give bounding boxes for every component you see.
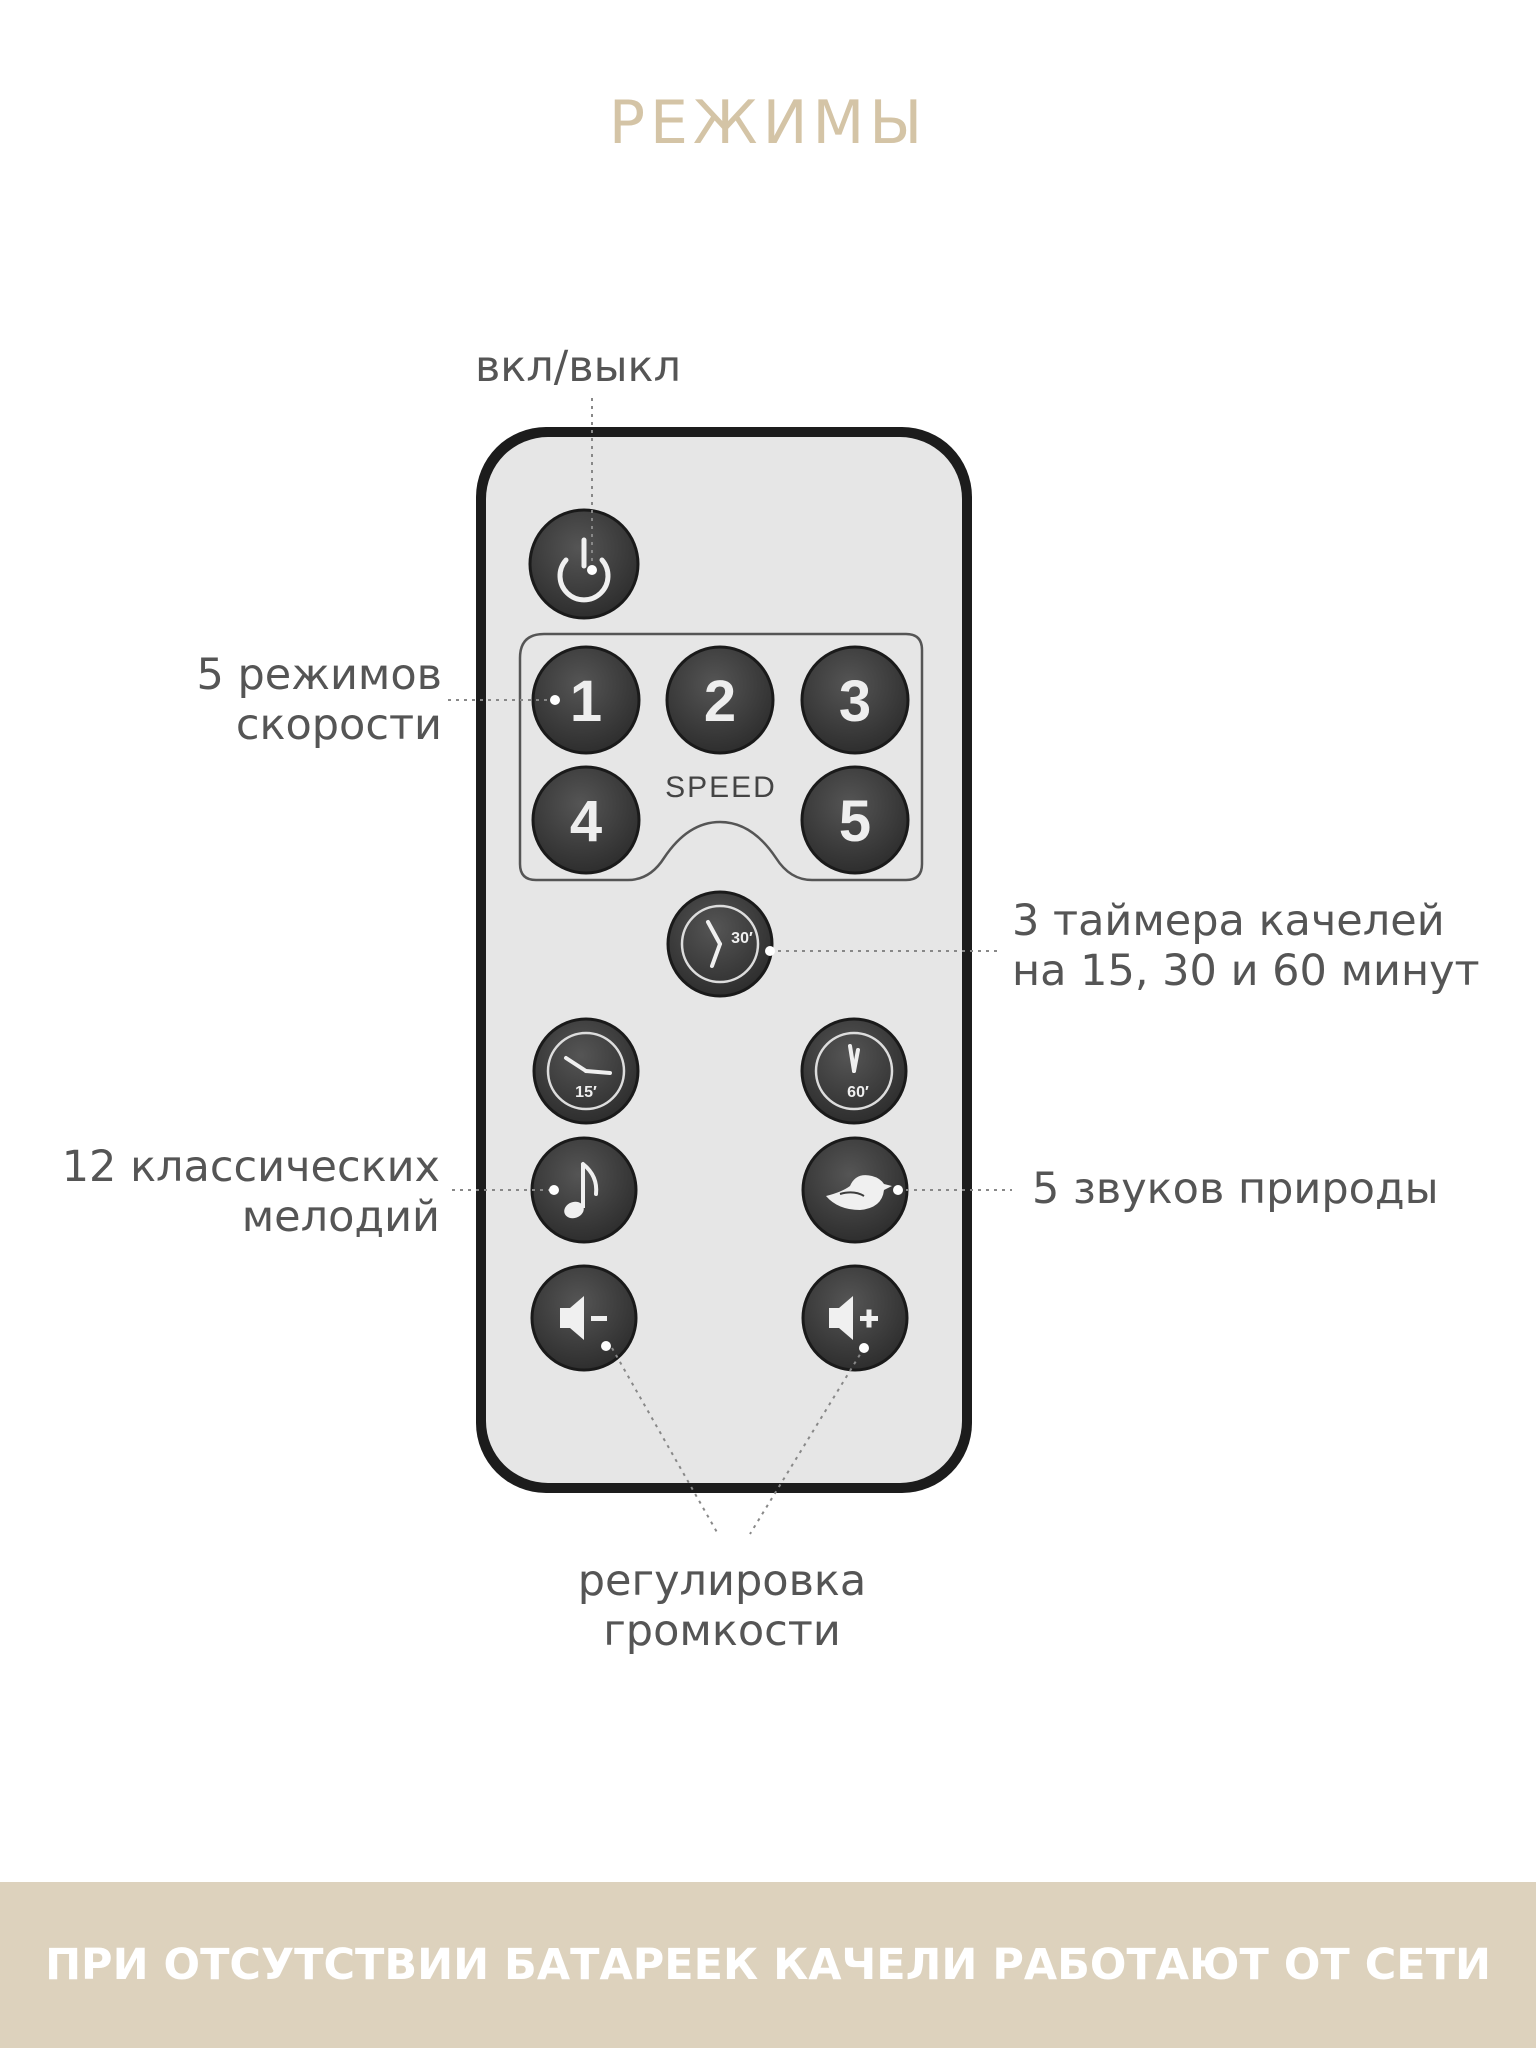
label-power-text: вкл/выкл — [474, 342, 682, 392]
label-volume-line-1: регулировка — [577, 1556, 867, 1606]
volume-down-button[interactable] — [530, 1264, 638, 1372]
label-timer-line-2: на 15, 30 и 60 минут — [1012, 946, 1480, 996]
volume-up-icon — [829, 1296, 878, 1340]
speed-button-1[interactable]: 1 — [531, 645, 641, 755]
clock-icon — [706, 920, 722, 968]
speed-button-1-label: 1 — [570, 669, 602, 734]
label-timer-line-1: 3 таймера качелей — [1012, 896, 1445, 946]
bird-icon — [826, 1175, 892, 1210]
timer-30-button[interactable]: 30′ — [666, 890, 774, 998]
speed-button-3[interactable]: 3 — [800, 645, 910, 755]
music-note-icon — [564, 1162, 599, 1219]
label-nature: 5 звуков природы — [1032, 1164, 1439, 1214]
volume-down-icon — [560, 1296, 607, 1340]
timer-15-label: 15′ — [575, 1084, 597, 1101]
speed-caption: SPEED — [665, 771, 777, 804]
label-melody: 12 классических мелодий — [62, 1142, 440, 1242]
footer-text: ПРИ ОТСУТСТВИИ БАТАРЕЕК КАЧЕЛИ РАБОТАЮТ … — [45, 1940, 1491, 1990]
power-button[interactable] — [528, 508, 640, 620]
speed-button-3-label: 3 — [839, 669, 871, 734]
callout-lines — [448, 398, 1012, 1535]
label-speed: 5 режимов скорости — [196, 650, 442, 750]
volume-up-button[interactable] — [801, 1264, 909, 1372]
speed-button-5[interactable]: 5 — [800, 765, 910, 875]
label-melody-line-2: мелодий — [241, 1192, 440, 1242]
speed-button-4[interactable]: 4 — [531, 765, 641, 875]
speed-button-4-label: 4 — [570, 789, 602, 854]
page-title: РЕЖИМЫ — [608, 88, 928, 158]
speed-button-2[interactable]: 2 — [665, 645, 775, 755]
timer-60-label: 60′ — [847, 1084, 869, 1101]
label-nature-text: 5 звуков природы — [1032, 1164, 1439, 1214]
clock-15-icon — [564, 1056, 612, 1075]
power-icon — [557, 537, 611, 603]
remote-control-illustration: 1 2 3 4 5 SPEED 30′ 15′ — [448, 398, 1012, 1535]
label-power: вкл/выкл — [0, 342, 1156, 392]
timer-15-button[interactable]: 15′ — [532, 1017, 640, 1125]
label-volume-line-2: громкости — [603, 1606, 841, 1656]
label-timer: 3 таймера качелей на 15, 30 и 60 минут — [1012, 896, 1480, 996]
speed-button-2-label: 2 — [704, 669, 736, 734]
label-speed-line-1: 5 режимов — [196, 650, 442, 700]
label-melody-line-1: 12 классических — [61, 1142, 440, 1192]
timer-30-label: 30′ — [731, 930, 753, 947]
label-speed-line-2: скорости — [235, 700, 442, 750]
nature-sound-button[interactable] — [801, 1136, 909, 1244]
label-volume: регулировка громкости — [0, 1556, 1444, 1656]
melody-button[interactable] — [530, 1136, 638, 1244]
speed-button-5-label: 5 — [839, 789, 871, 854]
timer-60-button[interactable]: 60′ — [800, 1017, 908, 1125]
footer-banner: ПРИ ОТСУТСТВИИ БАТАРЕЕК КАЧЕЛИ РАБОТАЮТ … — [0, 1882, 1536, 2048]
clock-60-icon — [848, 1044, 860, 1073]
callout-dots — [549, 565, 903, 1353]
